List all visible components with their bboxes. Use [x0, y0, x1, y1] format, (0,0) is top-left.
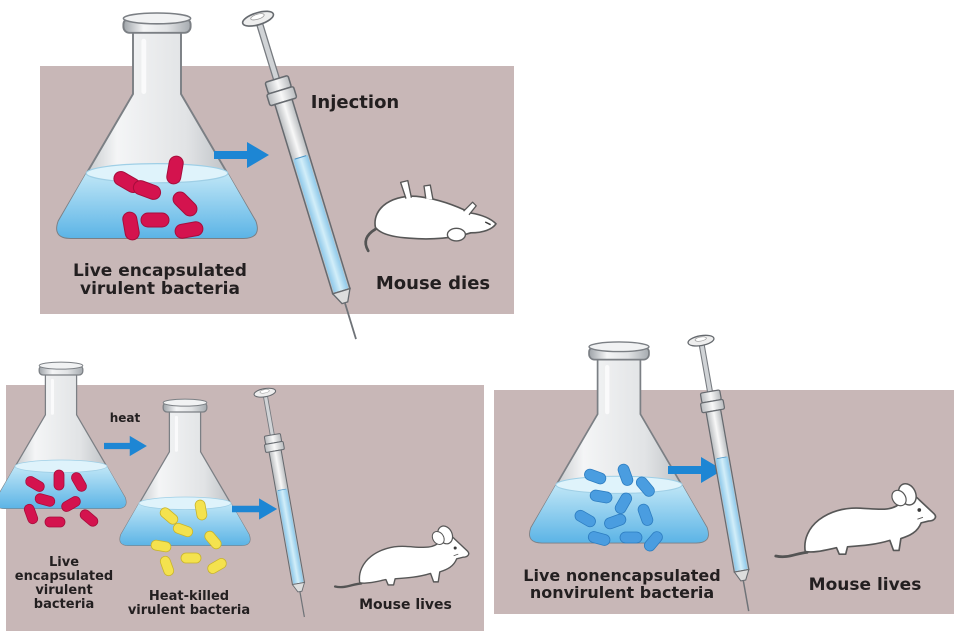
- bacterium-icon: [174, 221, 204, 239]
- bacterium-icon: [159, 555, 175, 577]
- bacterium-icon: [587, 531, 611, 546]
- bacterium-icon: [61, 496, 81, 512]
- bacteria-heat-killed: [150, 499, 227, 577]
- bacterium-icon: [71, 472, 87, 492]
- bacterium-icon: [635, 476, 655, 497]
- label-mouse-lives-right: Mouse lives: [808, 575, 922, 595]
- bacterium-icon: [194, 499, 208, 521]
- bacterium-icon: [79, 509, 99, 527]
- bacteria-virulent-bottom: [23, 469, 99, 528]
- bacteria-virulent-top: [113, 155, 204, 241]
- label-injection: Injection: [310, 92, 400, 113]
- bacterium-icon: [619, 531, 643, 544]
- bacterium-icon: [34, 493, 56, 507]
- bacterium-icon: [44, 516, 66, 528]
- bacterium-icon: [53, 469, 65, 491]
- label-live-encapsulated-bottom: Live encapsulated virulent bacteria: [14, 555, 114, 613]
- bacterium-icon: [643, 531, 663, 552]
- bacterium-icon: [204, 530, 222, 550]
- bacterium-icon: [207, 558, 227, 574]
- bacterium-icon: [23, 503, 39, 525]
- label-mouse-lives-left: Mouse lives: [359, 597, 452, 613]
- bacterium-icon: [159, 507, 179, 525]
- bacterium-icon: [140, 212, 170, 228]
- bacterium-icon: [172, 522, 194, 538]
- bacterium-icon: [180, 552, 202, 564]
- bacterium-icon: [584, 468, 607, 485]
- bacterium-icon: [150, 539, 172, 553]
- bacterium-icon: [166, 155, 184, 185]
- label-live-nonencapsulated: Live nonencapsulated nonvirulent bacteri…: [523, 566, 721, 603]
- bacterium-icon: [122, 211, 140, 241]
- bacterium-icon: [574, 509, 596, 528]
- bacterium-icon: [25, 476, 45, 492]
- bacterium-icon: [617, 463, 634, 486]
- label-heat: heat: [109, 411, 141, 425]
- label-mouse-dies: Mouse dies: [375, 273, 491, 294]
- bacterium-icon: [172, 191, 198, 217]
- label-heat-killed: Heat-killed virulent bacteria: [127, 589, 251, 619]
- bacteria-nonvirulent: [574, 463, 663, 552]
- bacterium-icon: [614, 492, 633, 514]
- label-live-encapsulated-top: Live encapsulated virulent bacteria: [73, 261, 247, 300]
- bacterium-icon: [132, 180, 162, 200]
- bacterium-icon: [637, 503, 654, 526]
- bacterium-icon: [604, 513, 627, 530]
- bacterium-icon: [589, 489, 613, 504]
